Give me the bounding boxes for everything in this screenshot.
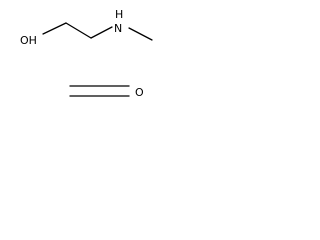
atom-label-oh: OH: [20, 34, 37, 47]
structure-canvas: OH N H O: [20, 8, 153, 99]
atom-label-o: O: [135, 86, 144, 99]
molecule-formaldehyde: O: [69, 85, 144, 99]
atom-label-n: N: [114, 22, 122, 35]
bond-c2-n: [90, 26, 113, 39]
bond-c1-c2: [65, 22, 92, 39]
molecule-methylethanolamine: OH N H: [20, 8, 153, 47]
atom-label-h: H: [115, 8, 123, 21]
bond-oh-c1: [42, 22, 67, 35]
bond-n-ch3: [128, 27, 153, 41]
